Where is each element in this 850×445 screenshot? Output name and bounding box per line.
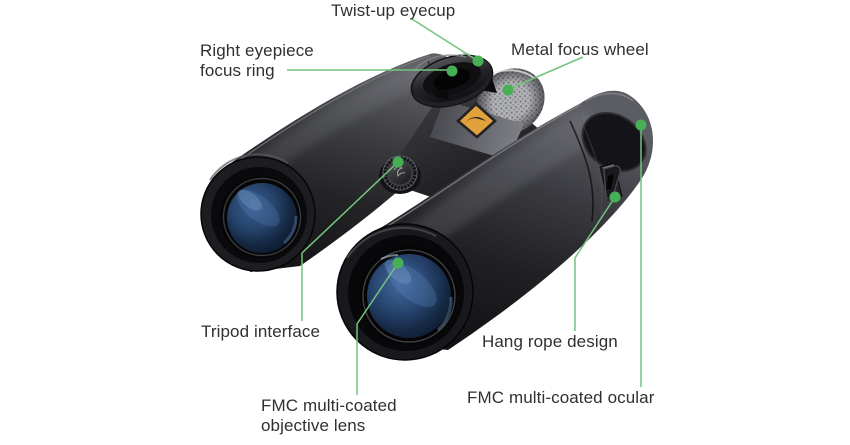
label-line: focus ring [200,61,275,80]
ocular-seam [569,120,594,222]
callout-dot-metal-focus-wheel [502,84,514,96]
label-line: FMC multi-coated [261,396,397,415]
label-line: objective lens [261,416,366,435]
label-tripod-interface: Tripod interface [201,322,321,341]
callout-dot-tripod-interface [392,156,404,168]
label-metal-focus-wheel: Metal focus wheel [511,40,649,59]
callout-line-metal-focus-wheel [508,56,584,90]
left-lens-glass [227,183,297,253]
callout-line-hang-rope-design [574,196,616,331]
brand-bird-icon [466,116,486,122]
label-hang-rope-design: Hang rope design [482,332,618,351]
callout-dot-fmc-ocular [635,119,647,131]
left-barrel-highlight [235,62,440,191]
label-fmc-objective-lens: FMC multi-coated objective lens [261,396,397,436]
brand-badge [456,102,497,139]
tripod-interface-knob [379,155,421,194]
label-fmc-ocular: FMC multi-coated ocular [467,388,655,407]
callout-line-fmc-objective-lens [356,262,399,395]
label-twist-up-eyecup: Twist-up eyecup [331,1,456,20]
right-eyepiece-assembly [410,52,494,108]
left-objective-lens [200,153,316,272]
focus-ring-notch [435,88,449,100]
hang-rope-clip [599,162,623,201]
callout-dot-fmc-objective-lens [392,257,404,269]
right-lens-glass [367,254,451,338]
callout-dot-hang-rope-design [609,191,621,203]
callout-line-tripod-interface [301,161,399,321]
callout-lines [287,18,642,395]
callout-dot-right-eyepiece-focus-ring [446,65,458,77]
label-right-eyepiece-focus-ring: Right eyepiece focus ring [200,41,314,81]
callout-dot-twist-up-eyecup [472,55,484,67]
label-line: Right eyepiece [200,41,314,60]
callout-line-twist-up-eyecup [411,18,479,62]
callout-dots [392,55,647,269]
right-objective-lens [336,223,474,361]
